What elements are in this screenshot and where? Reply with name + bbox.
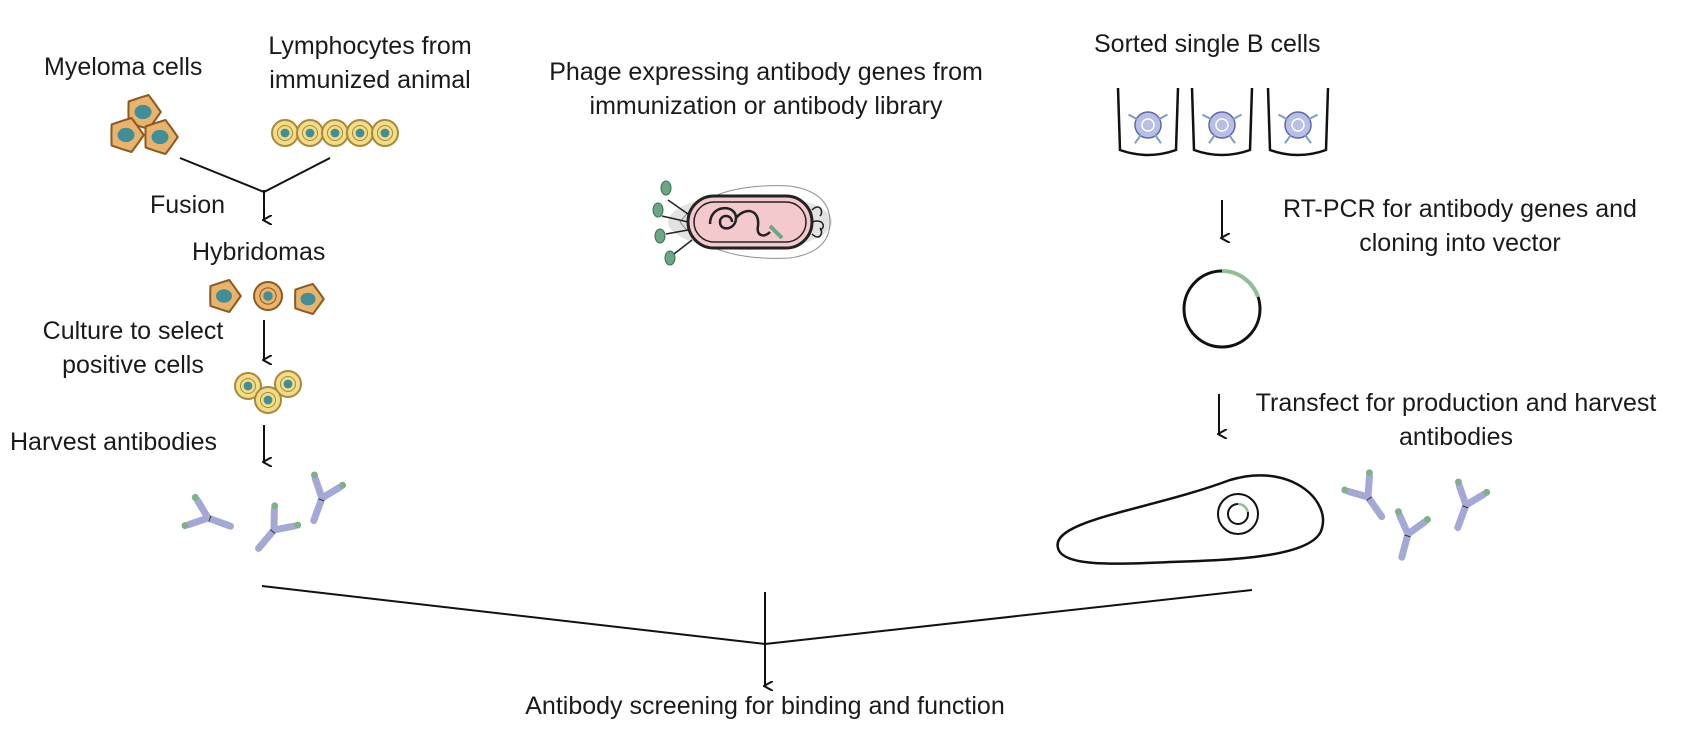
fusion-connector xyxy=(179,157,331,220)
transfect-label-line2: antibodies xyxy=(1399,423,1513,451)
phage-icon xyxy=(652,180,832,266)
vector-plasmid-icon xyxy=(1182,269,1262,349)
rtpcr-label-line1: RT-PCR for antibody genes and xyxy=(1283,195,1637,223)
sorted-b-cells-label: Sorted single B cells xyxy=(1094,30,1321,58)
phage-label-line2: immunization or antibody library xyxy=(589,92,943,120)
transfect-label-line1: Transfect for production and harvest xyxy=(1255,389,1657,417)
lymphocytes-icon xyxy=(271,119,399,147)
lymphocytes-label-line2: immunized animal xyxy=(269,66,471,94)
hybridomas-icon xyxy=(209,279,325,315)
antibodies-left-icon xyxy=(181,471,347,552)
positive-cells-icon xyxy=(234,370,302,414)
culture-label-line2: positive cells xyxy=(62,351,204,379)
antibodies-right-icon xyxy=(1341,469,1491,561)
rtpcr-label-line2: cloning into vector xyxy=(1359,229,1561,257)
harvest-antibodies-label: Harvest antibodies xyxy=(10,428,218,456)
convergence-lines xyxy=(261,585,1253,686)
screening-label: Antibody screening for binding and funct… xyxy=(525,692,1005,720)
myeloma-cells-label: Myeloma cells xyxy=(44,53,203,81)
producer-cell-icon xyxy=(1056,474,1325,565)
hybridomas-label: Hybridomas xyxy=(192,238,326,266)
lymphocytes-label-line1: Lymphocytes from xyxy=(268,32,472,60)
myeloma-cells-icon xyxy=(110,94,179,155)
phage-label-line1: Phage expressing antibody genes from xyxy=(549,58,983,86)
culture-label-line1: Culture to select xyxy=(42,317,224,345)
b-cell-wells-icon xyxy=(1116,87,1330,157)
fusion-label: Fusion xyxy=(150,191,226,219)
